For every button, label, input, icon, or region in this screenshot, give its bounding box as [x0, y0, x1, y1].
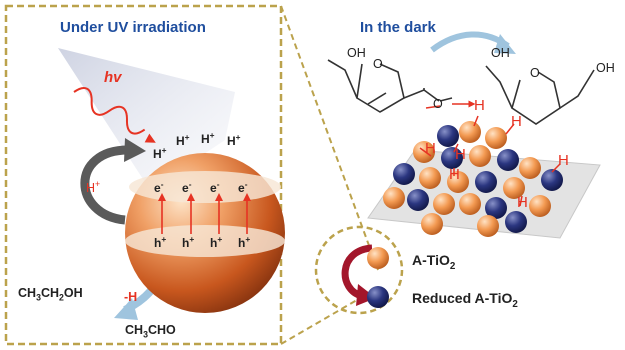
- reduced-particle: [541, 169, 563, 191]
- ethanol-label: CH3CH2OH: [18, 286, 83, 303]
- surface-proton-4: H+: [227, 132, 241, 148]
- photon-wave: [73, 87, 146, 135]
- reduced-particle: [407, 189, 429, 211]
- photon-arrowhead: [144, 133, 156, 143]
- bhmf-oh-label-right: OH: [596, 61, 615, 75]
- reduced-particle: [485, 197, 507, 219]
- particle: [485, 127, 507, 149]
- left-panel-title: Under UV irradiation: [60, 19, 206, 36]
- particle: [383, 187, 405, 209]
- electron-label-1: e-: [154, 179, 164, 195]
- reduced-particle: [497, 149, 519, 171]
- reduction-cycle-arrowhead: [356, 284, 376, 306]
- legend-orange-particle: [367, 247, 389, 269]
- zoom-line-bottom: [280, 299, 358, 345]
- hole-label-3: h+: [210, 234, 223, 250]
- conduction-band: [129, 171, 281, 203]
- hole-label-2: h+: [182, 234, 195, 250]
- bhmf-oh-label-left: OH: [491, 46, 510, 60]
- reduced-particle: [505, 211, 527, 233]
- hole-label-4: h+: [238, 234, 251, 250]
- aldehyde-o-label: O: [433, 97, 443, 111]
- hydrogen-label-2: H: [511, 113, 522, 130]
- particle: [459, 193, 481, 215]
- legend-zoom-circle: [314, 225, 404, 315]
- h-abstraction-label: -H: [124, 290, 138, 304]
- proton-transfer-arrowhead: [124, 138, 146, 162]
- particle: [469, 145, 491, 167]
- reduced-particle: [437, 125, 459, 147]
- legend-atio2-label: A-TiO2: [412, 252, 456, 272]
- proton-transfer-label: H+: [86, 179, 101, 196]
- bhmf-molecule: [485, 65, 595, 125]
- reduced-particle: [393, 163, 415, 185]
- right-panel-title: In the dark: [360, 19, 436, 36]
- particle: [447, 171, 469, 193]
- reduced-particle: [475, 171, 497, 193]
- electron-label-4: e-: [238, 179, 248, 195]
- particle: [503, 177, 525, 199]
- hydrogen-label-3: H: [425, 140, 436, 157]
- particle: [433, 193, 455, 215]
- left-panel-frame: [4, 4, 283, 346]
- hole-label-1: h+: [154, 234, 167, 250]
- particle: [413, 141, 435, 163]
- electron-label-3: e-: [210, 179, 220, 195]
- particle: [459, 121, 481, 143]
- electron-label-2: e-: [182, 179, 192, 195]
- surface-proton-2: H+: [176, 132, 190, 148]
- particle: [477, 215, 499, 237]
- hydrogen-label-1: H: [474, 97, 485, 114]
- furfural-ring-o-label: O: [373, 57, 383, 71]
- valence-band: [125, 225, 285, 257]
- particle: [421, 213, 443, 235]
- hydrogen-label-4: H: [455, 146, 466, 163]
- hydrogen-label-5: H: [449, 166, 460, 183]
- photon-energy-label: hv: [104, 69, 122, 86]
- particle: [519, 157, 541, 179]
- hydrogen-label-7: H: [517, 194, 528, 211]
- particle: [419, 167, 441, 189]
- conversion-arrowhead: [494, 34, 516, 54]
- proton-transfer-arrow: [80, 145, 129, 225]
- surface-proton-3: H+: [201, 130, 215, 146]
- bhmf-ring-o-label: O: [530, 66, 540, 80]
- acetaldehyde-label: CH3CHO: [125, 323, 176, 340]
- legend-navy-particle: [367, 286, 389, 308]
- legend-reduced-atio2-label: Reduced A-TiO2: [412, 290, 518, 310]
- particle: [529, 195, 551, 217]
- reduction-cycle-arrow: [341, 244, 373, 300]
- oxidation-arrowhead: [114, 298, 138, 320]
- furfural-oh-label: OH: [347, 46, 366, 60]
- particle-cluster: [383, 121, 563, 237]
- reduced-particle: [441, 147, 463, 169]
- hydrogen-label-6: H: [558, 152, 569, 169]
- hydrogen-bonds: [419, 105, 561, 207]
- surface-proton-1: H+: [153, 145, 167, 161]
- furfural-molecule: [327, 59, 453, 113]
